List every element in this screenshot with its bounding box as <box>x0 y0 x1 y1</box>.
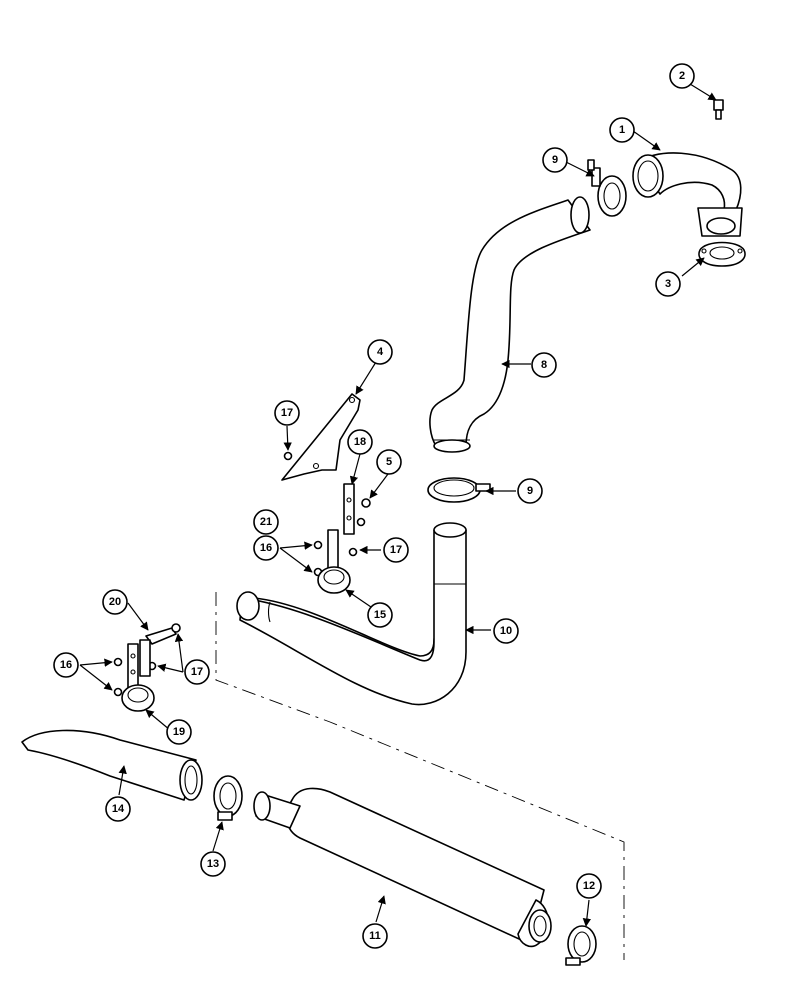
bracket-part-4 <box>281 393 361 481</box>
callout-1: 1 <box>609 117 635 143</box>
strap-part-18 <box>343 483 355 535</box>
callout-17-lower: 17 <box>184 659 210 685</box>
gasket-part-3 <box>698 241 746 267</box>
band-clamp-part-15 <box>317 529 351 594</box>
exhaust-tube-part-10 <box>236 522 467 706</box>
callout-19: 19 <box>166 719 192 745</box>
svg-text:8: 8 <box>541 359 547 371</box>
callout-2: 2 <box>669 63 695 89</box>
svg-text:5: 5 <box>386 456 392 468</box>
callout-20: 20 <box>102 589 128 615</box>
muffler-part-11 <box>253 787 552 948</box>
callout-21: 21 <box>253 509 279 535</box>
svg-text:17: 17 <box>281 407 293 419</box>
svg-text:9: 9 <box>527 485 533 497</box>
svg-text:4: 4 <box>377 346 384 358</box>
callout-16-lower: 16 <box>53 652 79 678</box>
alignment-line-left <box>215 592 625 960</box>
capscrew-part-2 <box>713 99 724 120</box>
svg-text:1: 1 <box>619 124 625 136</box>
callout-11: 11 <box>362 923 388 949</box>
clamp-part-12 <box>565 925 597 966</box>
svg-text:17: 17 <box>191 666 203 678</box>
callout-15: 15 <box>367 602 393 628</box>
svg-text:11: 11 <box>369 930 381 942</box>
svg-text:21: 21 <box>260 516 272 528</box>
hardware-upper <box>283 451 371 577</box>
svg-text:16: 16 <box>260 542 272 554</box>
clamp-part-9-lower <box>427 477 491 503</box>
callout-17-mid: 17 <box>383 537 409 563</box>
svg-text:13: 13 <box>207 858 219 870</box>
svg-text:16: 16 <box>60 659 72 671</box>
leader-lines <box>79 83 717 927</box>
svg-text:17: 17 <box>390 544 402 556</box>
callout-3: 3 <box>655 271 681 297</box>
strap-left <box>127 643 139 691</box>
callout-13: 13 <box>200 851 226 877</box>
callout-14: 14 <box>105 796 131 822</box>
band-clamp-part-19 <box>121 639 155 712</box>
svg-text:12: 12 <box>583 880 595 892</box>
clamp-part-13 <box>213 775 243 821</box>
callout-10: 10 <box>493 618 519 644</box>
clamp-part-9-upper <box>587 159 627 217</box>
callout-18: 18 <box>347 429 373 455</box>
callout-12: 12 <box>576 873 602 899</box>
svg-text:9: 9 <box>552 154 558 166</box>
callout-8: 8 <box>531 352 557 378</box>
svg-text:18: 18 <box>354 436 366 448</box>
callout-16-upper: 16 <box>253 535 279 561</box>
callout-4: 4 <box>367 339 393 365</box>
bracket-part-20 <box>145 623 181 645</box>
elbow-part-1 <box>632 152 743 237</box>
svg-text:19: 19 <box>173 726 185 738</box>
svg-text:20: 20 <box>109 596 121 608</box>
svg-text:3: 3 <box>665 278 671 290</box>
callout-9-upper: 9 <box>542 147 568 173</box>
svg-text:10: 10 <box>500 625 512 637</box>
callout-17-top: 17 <box>274 400 300 426</box>
svg-text:14: 14 <box>112 803 125 815</box>
svg-text:15: 15 <box>374 609 386 621</box>
exhaust-pipe-part-8 <box>429 196 591 453</box>
callout-9-lower: 9 <box>517 478 543 504</box>
callout-5: 5 <box>376 449 402 475</box>
svg-text:2: 2 <box>679 70 685 82</box>
hardware-left <box>113 657 157 697</box>
tail-pipe-part-14 <box>21 729 203 801</box>
